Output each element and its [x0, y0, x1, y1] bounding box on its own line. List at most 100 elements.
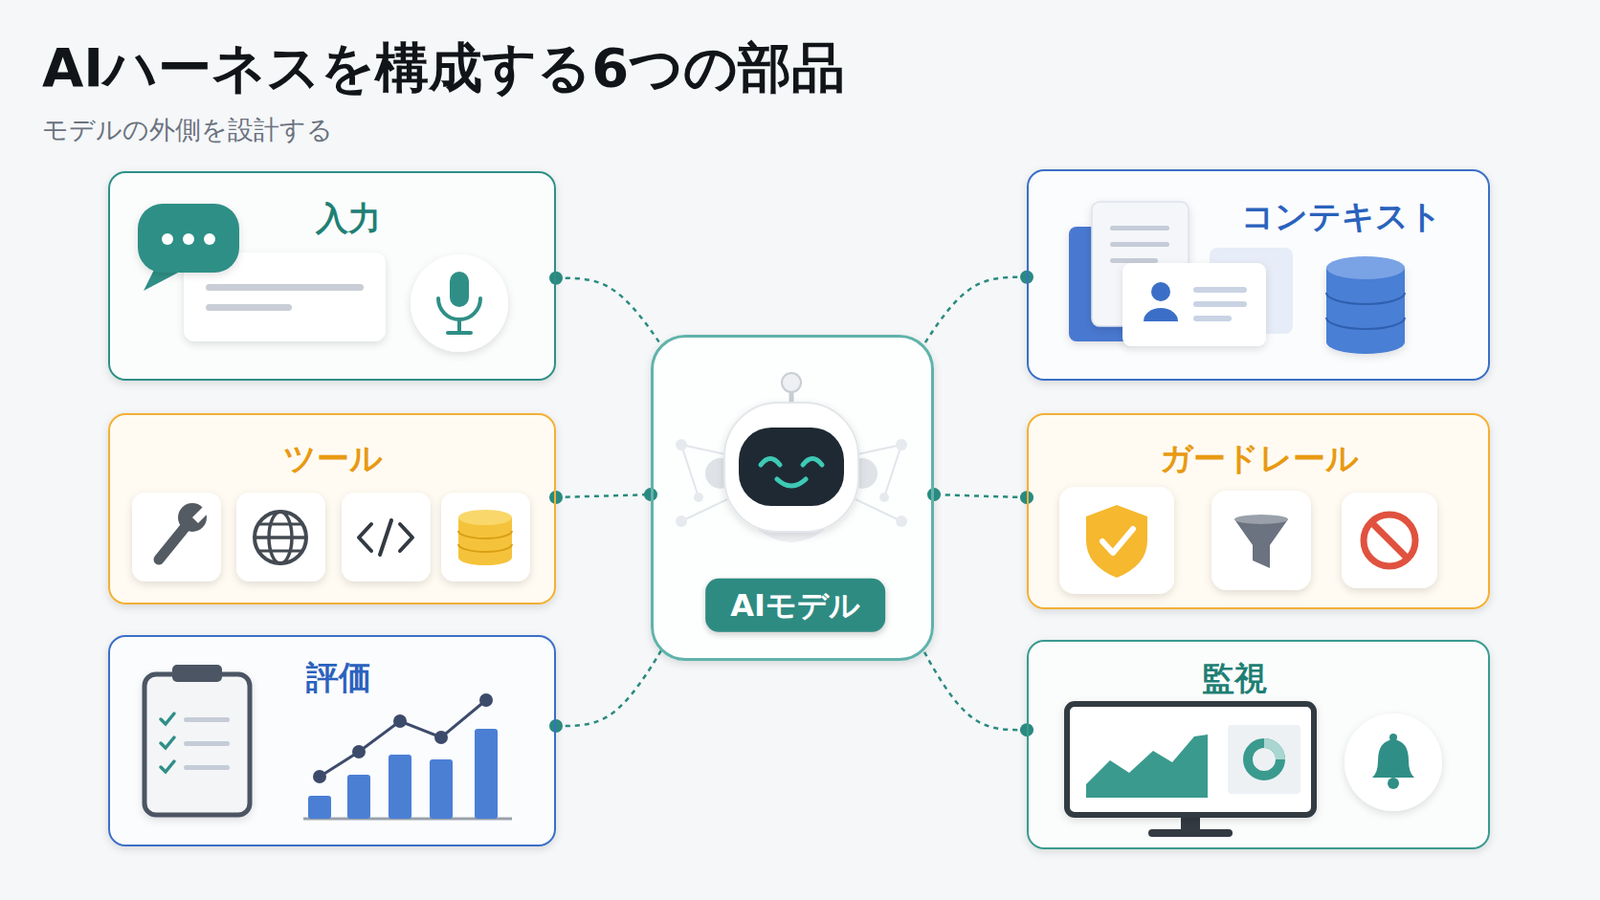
context-icons-shape: [1193, 287, 1247, 293]
component-box: ツール: [108, 413, 556, 605]
input-icons-shape: [410, 254, 509, 353]
context-icons-shape: [1143, 308, 1178, 322]
evaluation-icons-shape: [347, 775, 371, 820]
robot-illustration-shape: [777, 479, 806, 487]
guardrail-icons-shape: [1211, 490, 1312, 591]
evaluation-icons-shape: [160, 737, 175, 749]
box-fills-shape: [1026, 169, 1490, 381]
context-icons-shape: [1326, 292, 1405, 305]
robot-illustration-shape: [738, 427, 845, 507]
robot-illustration-shape-shape: [895, 439, 908, 451]
box-fills-shape: [1026, 413, 1490, 610]
evaluation-icons-shape: [352, 745, 366, 759]
tool-icons-shape: [254, 535, 307, 540]
connector-group: [927, 488, 1034, 505]
evaluation-icons-shape: [183, 717, 230, 723]
tool-icons-shape: [358, 524, 372, 552]
context-icons-shape: [1326, 256, 1405, 280]
evaluation-icons-shape: [319, 700, 487, 778]
connector-group: [923, 270, 1034, 346]
evaluation-icons-shape: [144, 674, 250, 816]
box-fills-shape: [1026, 640, 1490, 850]
context-icons-shape: [1326, 267, 1405, 355]
component-box: ガードレール: [1026, 413, 1490, 610]
guardrail-icons-shape: [1341, 492, 1438, 589]
tool-icons-shape: [254, 511, 307, 564]
connector-dot: [549, 271, 563, 286]
context-icons-shape: [1151, 282, 1171, 302]
component-box: 監視: [1026, 640, 1490, 850]
monitoring-icons-shape: [1086, 734, 1208, 799]
tool-icons-shape: [441, 492, 531, 582]
input-icons-shape: [438, 298, 481, 320]
connector-group: [549, 488, 658, 505]
robot-illustration-shape-shape: [675, 515, 688, 528]
connector-dot: [549, 490, 563, 505]
robot-illustration-shape: [724, 402, 859, 533]
input-icons-shape: [205, 304, 292, 312]
context-icons-shape: [1110, 258, 1158, 264]
dashed-connector: [555, 650, 662, 727]
monitoring-icons-shape: [1148, 829, 1233, 838]
monitoring-icons-shape: [1247, 743, 1281, 777]
monitoring-icons-shape: [1344, 713, 1443, 812]
evaluation-icons-shape: [183, 741, 230, 747]
evaluation-icons-shape: [183, 765, 230, 771]
monitoring-icons: [1066, 704, 1443, 838]
guardrail-icons-shape: [1234, 519, 1289, 569]
monitoring-icons-shape: [1264, 743, 1281, 760]
box-fills: [108, 169, 1490, 850]
evaluation-icons-shape: [308, 796, 332, 820]
title: AIハーネスを構成する6つの部品: [42, 32, 845, 106]
connector-group: [923, 650, 1034, 737]
guardrail-icons-shape: [1363, 514, 1416, 567]
context-icons-shape: [1122, 263, 1267, 347]
guardrail-icons-shape: [1234, 514, 1289, 525]
tool-icons-shape: [400, 524, 413, 552]
guardrail-icons-shape: [1102, 529, 1134, 554]
box-fills-shape: [108, 171, 556, 381]
monitoring-icons-shape: [1372, 739, 1415, 778]
dashed-connector: [923, 277, 1027, 346]
monitoring-icons-shape: [1066, 704, 1314, 816]
input-icons-shape: [449, 271, 469, 308]
tool-icons-shape: [259, 524, 302, 552]
connector-dot: [927, 488, 941, 502]
dashed-connector: [555, 494, 651, 498]
input-icons-shape: [161, 233, 174, 245]
robot-illustration-shape-shape: [879, 492, 889, 503]
connector-dot: [549, 719, 563, 734]
guardrail-icons: [1059, 487, 1438, 595]
evaluation-icons-shape: [474, 729, 498, 820]
monitoring-icons-shape: [1387, 777, 1400, 790]
tool-icons-shape: [341, 492, 431, 582]
component-label: コンテキスト: [1241, 197, 1443, 237]
monitoring-icons-shape: [1227, 725, 1301, 795]
component-box: 評価: [108, 635, 556, 847]
robot-illustration-shape: [781, 373, 801, 393]
model-label: AIモデル: [705, 578, 886, 633]
evaluation-icons-shape: [312, 770, 327, 784]
tool-icons-shape: [458, 531, 512, 553]
model-box: AIモデル: [650, 334, 934, 662]
robot-illustration-shape: [760, 459, 823, 467]
input-icons-shape: [137, 203, 240, 273]
box-fills-shape: [108, 635, 556, 847]
tool-icons: [132, 492, 531, 582]
component-box: コンテキスト: [1026, 169, 1490, 381]
robot-illustration: [675, 373, 908, 543]
guardrail-icons-shape: [1059, 487, 1175, 595]
context-icons-shape: [1110, 242, 1170, 247]
component-label: 監視: [1201, 659, 1267, 699]
input-icons-shape: [457, 319, 462, 333]
caption: モデルの外側を設計する: [42, 112, 334, 148]
tool-icons-shape: [458, 510, 512, 526]
box-fills-shape: [650, 334, 934, 662]
component-label: 入力: [315, 199, 381, 239]
context-icons-shape: [1110, 225, 1170, 231]
tool-icons-shape: [158, 524, 188, 560]
tool-icons-shape: [236, 492, 326, 582]
component-label: 評価: [306, 658, 372, 698]
input-icons-shape: [182, 233, 195, 245]
